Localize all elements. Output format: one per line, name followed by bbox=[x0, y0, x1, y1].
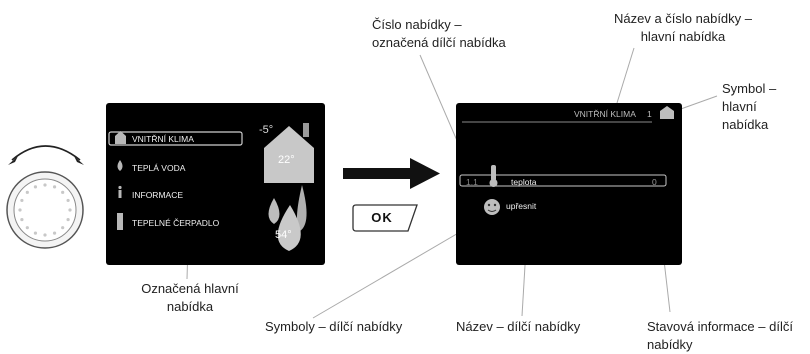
heatpump-icon bbox=[117, 213, 123, 230]
house-status-icon bbox=[264, 126, 314, 183]
annotation-selected-main: Označená hlavní nabídka bbox=[120, 280, 260, 316]
sub-label[interactable]: upřesnit bbox=[506, 201, 537, 211]
water-drop-tall-icon bbox=[296, 185, 307, 231]
knob-dot bbox=[66, 217, 70, 222]
main-menu-screen: VNITŘNÍ KLIMA TEPLÁ VODA INFORMACE TEPEL… bbox=[106, 103, 325, 265]
annotation-menu-number: Číslo nabídky – označená dílčí nabídka bbox=[372, 16, 506, 52]
annotation-line: hlavní nabídka bbox=[640, 29, 726, 44]
menu-item-label[interactable]: INFORMACE bbox=[132, 190, 183, 200]
rotation-arrow bbox=[11, 145, 81, 161]
annotation-line: Označená hlavní bbox=[141, 281, 239, 296]
drop-icon bbox=[117, 160, 123, 171]
leader-symbol bbox=[677, 95, 718, 111]
annotation-status-info: Stavová informace – dílčí nabídky bbox=[647, 318, 793, 354]
menu-item-label[interactable]: TEPLÁ VODA bbox=[132, 163, 186, 173]
submenu-graphics bbox=[459, 106, 674, 215]
water-temperature: 54° bbox=[275, 229, 292, 241]
knob-dot bbox=[52, 231, 57, 235]
indoor-temperature: 22° bbox=[278, 154, 295, 166]
menu-number: 1 bbox=[647, 109, 652, 119]
row-label[interactable]: teplota bbox=[511, 177, 537, 187]
submenu-title: VNITŘNÍ KLIMA bbox=[574, 109, 636, 119]
row-number: 1.1 bbox=[466, 177, 478, 187]
knob-dot bbox=[66, 198, 70, 203]
annotation-line: nabídka bbox=[722, 117, 769, 132]
annotation-line: Číslo nabídky – bbox=[372, 17, 462, 32]
knob-dot bbox=[52, 185, 57, 189]
annotation-line: nabídka bbox=[166, 299, 214, 314]
water-drop-large-icon bbox=[277, 205, 301, 251]
knob-dot bbox=[20, 198, 24, 203]
thermometer-icon bbox=[489, 165, 498, 187]
house-icon bbox=[115, 131, 126, 144]
knob-inner bbox=[13, 178, 77, 242]
knob-dot bbox=[61, 190, 65, 194]
knob-dots bbox=[18, 183, 72, 237]
chimney-icon bbox=[303, 123, 309, 137]
knob-dot bbox=[33, 231, 38, 235]
annotation-menu-name-number: Název a číslo nabídky – hlavní nabídka bbox=[598, 10, 768, 46]
annotation-line: hlavní bbox=[722, 99, 757, 114]
knob-dot bbox=[25, 190, 29, 194]
main-menu-graphics bbox=[108, 123, 314, 251]
rotation-arrowhead-left bbox=[8, 156, 18, 165]
knob-dot bbox=[68, 208, 72, 212]
ok-button[interactable]: OK bbox=[371, 210, 393, 225]
annotation-line: Symbol – bbox=[722, 81, 777, 96]
knob-dot bbox=[33, 185, 38, 189]
adjust-face-icon bbox=[484, 199, 500, 215]
knob-dot bbox=[61, 226, 65, 230]
annotation-line: Stavová informace – dílčí bbox=[647, 319, 793, 334]
outdoor-temperature: -5° bbox=[259, 124, 274, 136]
transition-arrow bbox=[343, 158, 440, 189]
knob-dot bbox=[43, 183, 47, 187]
annotation-line: nabídky bbox=[647, 337, 693, 352]
menu-item-label[interactable]: VNITŘNÍ KLIMA bbox=[132, 134, 194, 144]
annotation-line: označená dílčí nabídka bbox=[372, 35, 506, 50]
water-drop-small-icon bbox=[268, 198, 280, 224]
selected-row-outline bbox=[108, 131, 243, 146]
knob-dot bbox=[25, 226, 29, 230]
annotation-submenu-symbols: Symboly – dílčí nabídky bbox=[265, 319, 403, 334]
annotation-line: Název a číslo nabídky – bbox=[613, 11, 753, 26]
knob-dot bbox=[18, 208, 22, 212]
menu-item-label[interactable]: TEPELNÉ ČERPADLO bbox=[132, 218, 220, 228]
leader-symboly bbox=[312, 217, 485, 319]
house-symbol-icon bbox=[660, 106, 674, 119]
annotation-submenu-name: Název – dílčí nabídky bbox=[456, 319, 581, 334]
control-knob bbox=[6, 145, 84, 249]
row-status: 0 bbox=[652, 177, 657, 187]
info-icon bbox=[118, 185, 122, 198]
knob-dot bbox=[43, 233, 47, 237]
leader-nazev-cislo bbox=[616, 47, 635, 104]
submenu-screen: VNITŘNÍ KLIMA 1 1.1 teplota 0 upřesnit bbox=[456, 103, 682, 265]
selected-row-outline bbox=[459, 174, 667, 187]
knob-dot bbox=[20, 217, 24, 222]
ok-button-shape bbox=[352, 204, 418, 232]
rotation-arrowhead-right bbox=[74, 156, 84, 165]
annotation-main-symbol: Symbol – hlavní nabídka bbox=[722, 80, 776, 134]
